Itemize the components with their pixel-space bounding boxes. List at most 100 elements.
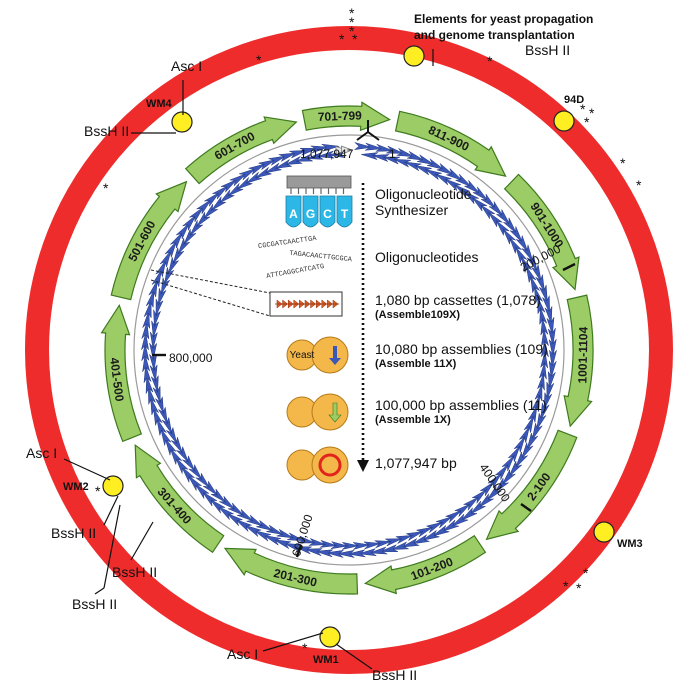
gene-arrow	[141, 321, 150, 340]
gene-arrow	[263, 535, 282, 546]
segment-label: 1001-1104	[575, 326, 590, 383]
leader-asci-wm2	[63, 458, 111, 481]
segment-arrow-shape	[394, 110, 507, 177]
segment-arrow-shape	[184, 116, 298, 185]
top-title-line1: Elements for yeast propagation	[414, 12, 594, 26]
wm1-label: WM1	[313, 654, 339, 666]
gene-arrow	[495, 209, 511, 226]
segment-arrow: 601-700	[184, 116, 298, 185]
vial-letter: A	[289, 207, 298, 221]
flow-arrowhead	[357, 460, 369, 472]
gene-arrow	[515, 451, 528, 469]
bssh-wm2a-label: BssH II	[51, 525, 97, 541]
gene-arrow	[209, 498, 226, 514]
gene-arrow	[422, 529, 440, 541]
leader-lines-group	[63, 49, 576, 670]
asterisk-top-5: *	[352, 31, 358, 47]
yeast-cell: Yeast	[286, 336, 349, 374]
segment-arrow-shape	[223, 547, 359, 595]
gene-arrow	[441, 519, 459, 532]
gene-arrow	[445, 168, 463, 181]
vial-letter: T	[341, 207, 349, 221]
gene-arrow	[347, 549, 366, 558]
segment-arrow-shape	[100, 303, 143, 443]
gene-arrow	[153, 407, 163, 426]
gene-arrow	[353, 142, 372, 151]
gene-arrow	[369, 546, 388, 555]
94d-label: 94D	[564, 94, 585, 106]
gene-arrow	[273, 539, 292, 549]
gene-arrow	[148, 279, 158, 298]
gene-arrow	[248, 163, 266, 176]
segment-arrow-shape	[363, 534, 487, 595]
gene-arrow	[494, 477, 509, 494]
gene-arrow	[463, 180, 481, 194]
vial-letter: C	[323, 207, 332, 221]
yeast-cell	[286, 393, 349, 431]
wm2-marker	[102, 475, 124, 497]
gene-arrow	[182, 214, 197, 232]
step-oligos-text: Oligonucleotides	[375, 249, 479, 265]
gene-arrow	[521, 441, 534, 460]
gene-arrow	[390, 541, 409, 550]
asci-top-label: Asc I	[171, 58, 203, 74]
gene-arrow	[304, 548, 324, 556]
segment-arrow: 201-300	[223, 547, 359, 595]
gene-arrow	[150, 397, 160, 416]
gene-arrow	[508, 460, 523, 477]
gene-arrow	[142, 354, 151, 372]
gene-arrow	[169, 447, 183, 465]
leader-bssh-wm2c-2	[94, 587, 105, 595]
gene-arrow	[536, 412, 547, 431]
step-cassettes-sub: (Assemble109X)	[375, 309, 460, 321]
asterisk-r1: *	[620, 155, 626, 171]
gene-arrow	[480, 193, 497, 209]
gene-arrow	[315, 549, 334, 558]
gene-arrow	[488, 201, 504, 217]
gene-arrow	[289, 150, 308, 159]
top-title: Elements for yeast propagation and genom…	[414, 11, 593, 43]
leader-bssh-bottom	[335, 643, 373, 670]
gene-arrow	[411, 534, 430, 545]
gene-arrow	[547, 370, 556, 389]
gene-arrow	[416, 154, 435, 165]
step-synthesizer-text: Oligonucleotide Synthesizer	[375, 186, 472, 218]
gene-arrow	[196, 199, 212, 215]
gene-arrow	[548, 360, 557, 379]
start-arrow	[341, 145, 354, 155]
gene-arrow	[518, 426, 530, 443]
bssh-wm2b-label: BssH II	[112, 564, 158, 580]
start-junction-right	[367, 131, 380, 141]
gene-arrow	[401, 537, 420, 548]
segment-arrows-group: 811-900901-10001001-11042-100101-200201-…	[100, 101, 594, 595]
genome-ring-icon	[318, 453, 342, 477]
gene-arrow	[531, 422, 543, 441]
vial-letter: G	[306, 207, 315, 221]
coord-800k: 800,000	[169, 351, 213, 365]
gene-arrow	[160, 428, 172, 446]
wm4-marker	[171, 111, 193, 133]
gene-arrow	[472, 186, 489, 202]
gene-arrow	[212, 185, 229, 200]
synthesizer-vial	[336, 195, 353, 228]
outer-red-ring	[25, 26, 673, 674]
top-title-line2: and genome transplantation	[414, 28, 575, 42]
asterisk-tl: *	[256, 52, 262, 68]
gene-arrow	[544, 306, 553, 325]
asterisk-r2: *	[636, 177, 642, 193]
gene-arrow	[501, 468, 516, 486]
gene-arrow	[478, 492, 494, 508]
gene-arrow	[148, 386, 157, 405]
leader-bssh-wm2c-1	[103, 504, 121, 589]
tick-600k	[295, 544, 303, 558]
gene-arrow	[175, 223, 190, 240]
gene-arrow	[432, 524, 450, 537]
segment-arrow-shape	[563, 294, 594, 428]
gene-arrow	[321, 143, 340, 152]
bssh-wm4-label: BssH II	[84, 123, 130, 139]
start-junction-left	[356, 131, 369, 141]
gene-arrow	[175, 457, 189, 474]
gene-arrow	[226, 512, 244, 527]
gene-arrow	[170, 231, 183, 249]
